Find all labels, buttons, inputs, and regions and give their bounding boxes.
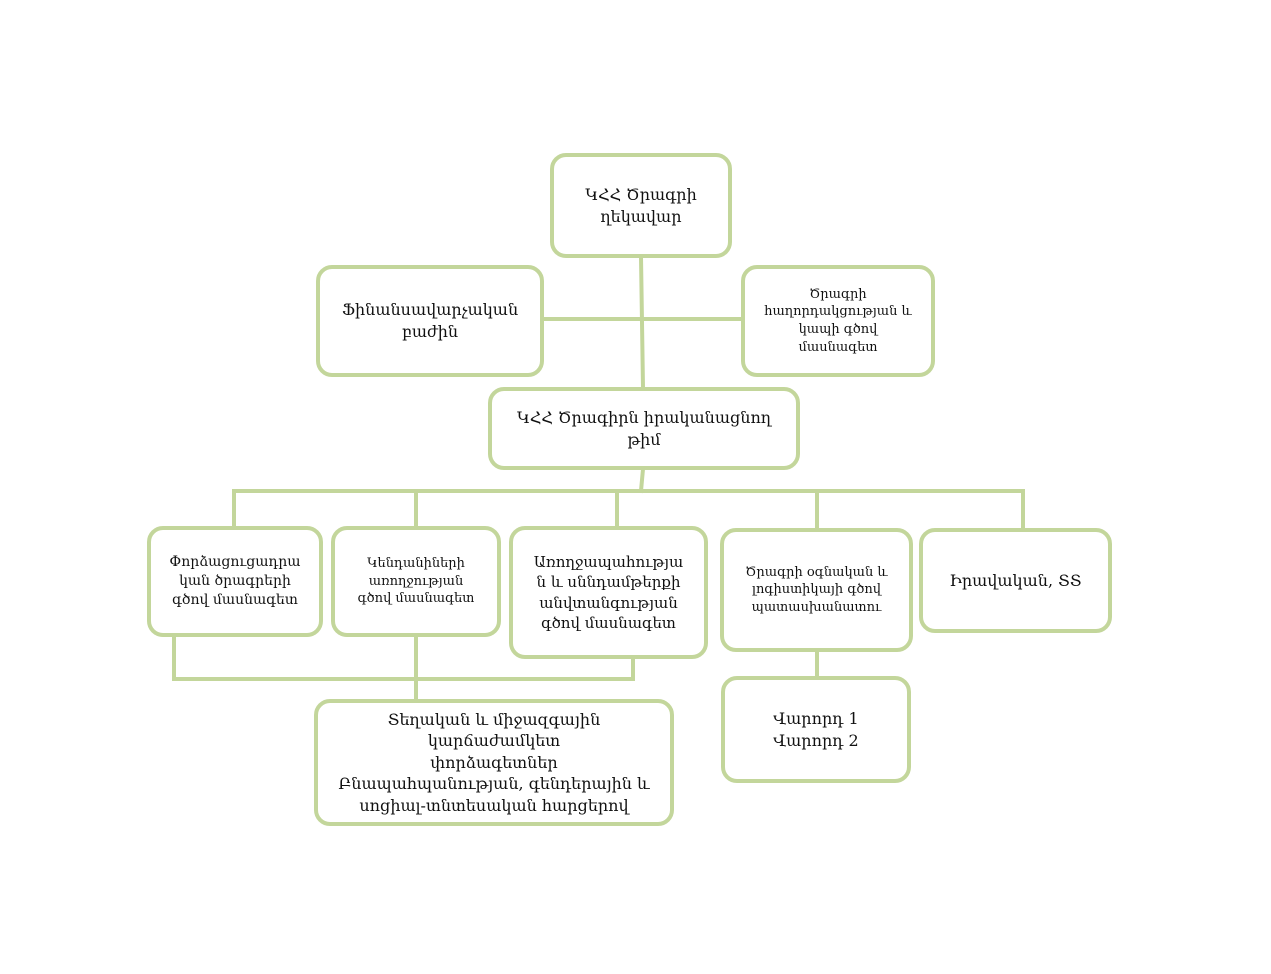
node-livestock-specialist: Կենդանիների առողջության գծով մասնագետ	[331, 526, 501, 637]
node-logistics-assistant: Ծրագրի օգնական և լոգիստիկայի գծով պատասխ…	[720, 528, 913, 652]
node-drivers: Վարորդ 1 Վարորդ 2	[721, 676, 911, 783]
node-implementing-team: ԿՀՀ Ծրագիրն իրականացնող թիմ	[488, 387, 800, 470]
node-procurement-specialist: Փորձացուցադրա կան ծրագրերի գծով մասնագետ	[147, 526, 323, 637]
node-finance-department: Ֆինանսավարչական բաժին	[316, 265, 544, 377]
connector-team-bus	[638, 466, 646, 494]
node-legal-it: Իրավական, ՏՏ	[919, 528, 1112, 633]
connector-head-trunk	[638, 254, 646, 391]
node-health-safety-specialist: Առողջապահությա ն և սննդամթերքի անվտանգու…	[509, 526, 708, 659]
node-experts: Տեղական և միջազգային կարճաժամկետ փորձագե…	[314, 699, 674, 826]
node-communications-specialist: Ծրագրի հաղորդակցության և կապի գծով մասնա…	[741, 265, 935, 377]
node-program-head: ԿՀՀ Ծրագրի ղեկավար	[550, 153, 732, 258]
